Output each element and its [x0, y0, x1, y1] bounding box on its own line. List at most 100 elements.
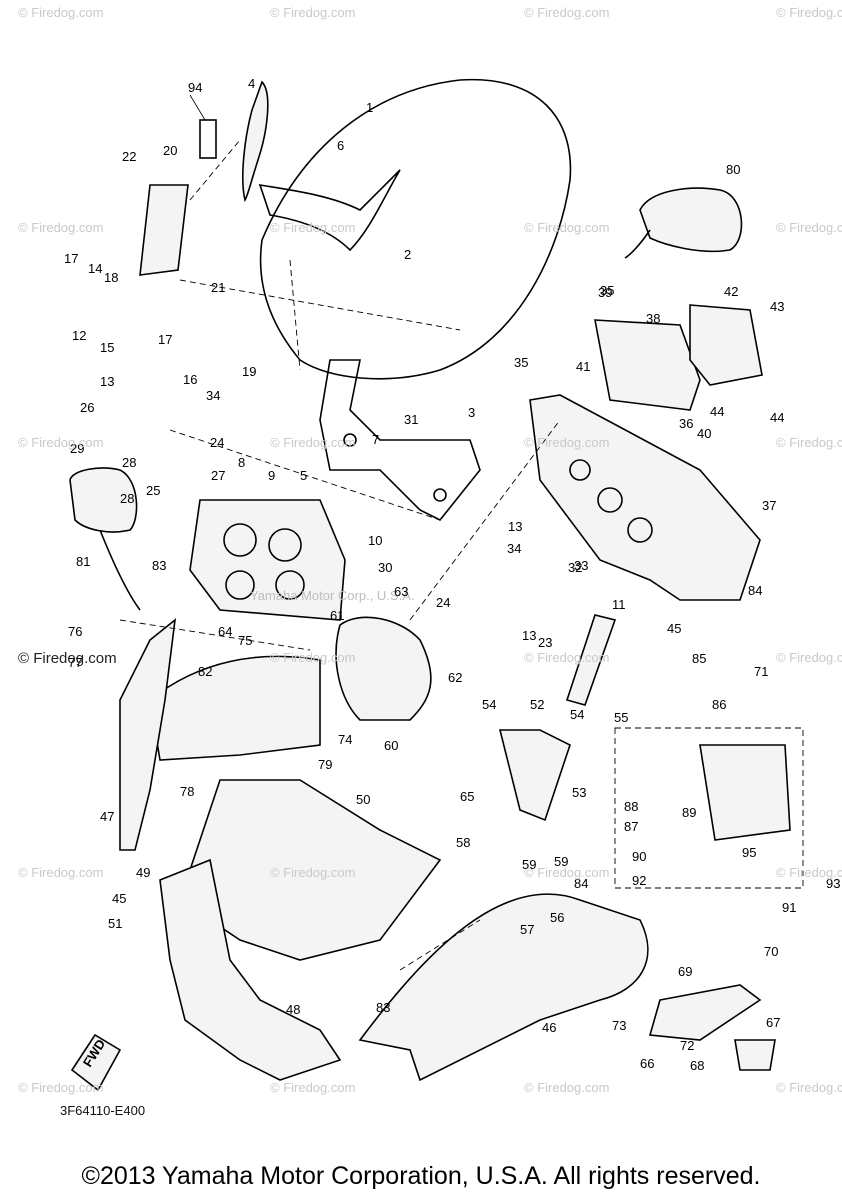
callout-number: 31 — [404, 412, 418, 427]
windshield — [259, 78, 572, 380]
callout-number: 28 — [120, 491, 134, 506]
callout-number: 28 — [122, 455, 136, 470]
callout-number: 70 — [764, 944, 778, 959]
watermark: © Firedog.com — [18, 5, 104, 20]
callout-number: 6 — [337, 138, 344, 153]
callout-number: 69 — [678, 964, 692, 979]
callout-number: 24 — [436, 595, 450, 610]
callout-number: 93 — [826, 876, 840, 891]
callout-number: 17 — [158, 332, 172, 347]
callout-number: 96 — [0, 0, 14, 3]
callout-number: 87 — [624, 819, 638, 834]
callout-number: 67 — [766, 1015, 780, 1030]
callout-number: 17 — [64, 251, 78, 266]
windshield-strip — [241, 80, 269, 203]
callout-number: 63 — [394, 584, 408, 599]
callout-number: 23 — [538, 635, 552, 650]
callout-number: 42 — [724, 284, 738, 299]
callout-number: 29 — [70, 441, 84, 456]
callout-number: 59 — [554, 854, 568, 869]
ecu — [699, 744, 791, 841]
callout-number: 76 — [68, 624, 82, 639]
callout-number: 53 — [572, 785, 586, 800]
callout-number: 14 — [88, 261, 102, 276]
callout-number: 37 — [762, 498, 776, 513]
callout-number: 51 — [108, 916, 122, 931]
mirror-left — [69, 467, 138, 533]
callout-number: 84 — [574, 876, 588, 891]
callout-number: 44 — [770, 410, 784, 425]
callout-number: 80 — [726, 162, 740, 177]
watermark: © Firedog.com — [18, 220, 104, 235]
watermark: © Firedog.com — [776, 1080, 842, 1095]
diagram-code: 3F64110-E400 — [60, 1103, 146, 1118]
callout-number: 55 — [614, 710, 628, 725]
callout-number: 48 — [286, 1002, 300, 1017]
headlight-assembly — [189, 499, 346, 621]
inner-cowl — [335, 616, 432, 721]
fwd-arrow — [70, 1033, 122, 1092]
callout-number: 19 — [242, 364, 256, 379]
side-panel — [498, 729, 571, 822]
callout-number: 82 — [198, 664, 212, 679]
watermark: © Firedog.com — [18, 435, 104, 450]
callout-number: 7 — [372, 432, 379, 447]
callout-number: 35 — [600, 283, 614, 298]
callout-number: 83 — [376, 1000, 390, 1015]
callout-number: 49 — [136, 865, 150, 880]
meter-bracket — [319, 359, 481, 522]
under-cowl — [358, 893, 649, 1082]
watermark: © Firedog.com — [270, 220, 356, 235]
copyright-notice: ©2013 Yamaha Motor Corporation, U.S.A. A… — [81, 1162, 761, 1190]
callout-number: 27 — [211, 468, 225, 483]
callout-number: 43 — [770, 299, 784, 314]
fairing-side — [149, 655, 321, 761]
callout-number: 24 — [210, 435, 224, 450]
callout-number: 75 — [238, 633, 252, 648]
callout-number: 64 — [218, 624, 232, 639]
callout-number: 73 — [612, 1018, 626, 1033]
callout-number: 38 — [646, 311, 660, 326]
watermark: © Firedog.com — [776, 5, 842, 20]
callout-number: 77 — [68, 655, 82, 670]
callout-number: 78 — [180, 784, 194, 799]
callout-number: 68 — [690, 1058, 704, 1073]
callout-number: 95 — [742, 845, 756, 860]
visor-bracket — [258, 169, 401, 252]
ecu-box — [614, 727, 804, 889]
callout-number: 86 — [712, 697, 726, 712]
callout-number: 13 — [522, 628, 536, 643]
callout-number: 45 — [112, 891, 126, 906]
watermark: © Firedog.com — [270, 865, 356, 880]
callout-number: 25 — [146, 483, 160, 498]
callout-number: 79 — [318, 757, 332, 772]
callout-number: 15 — [100, 340, 114, 355]
callout-number: 72 — [680, 1038, 694, 1053]
callout-number: 39 — [598, 285, 612, 300]
callout-number: 58 — [456, 835, 470, 850]
callout-number: 1 — [366, 100, 373, 115]
callout-number: 56 — [550, 910, 564, 925]
upper-cover — [594, 319, 701, 411]
callout-number: 66 — [640, 1056, 654, 1071]
callout-number: 46 — [542, 1020, 556, 1035]
watermark: © Firedog.com — [270, 650, 356, 665]
watermark: © Firedog.com — [776, 650, 842, 665]
callout-number: 62 — [448, 670, 462, 685]
bracket-68 — [734, 1039, 776, 1071]
callout-number: 10 — [368, 533, 382, 548]
callout-number: 59 — [522, 857, 536, 872]
callout-number: 22 — [122, 149, 136, 164]
callout-number: 41 — [576, 359, 590, 374]
callout-number: 21 — [211, 280, 225, 295]
callout-number: 54 — [482, 697, 496, 712]
callout-number: 3 — [468, 405, 475, 420]
callout-number: 61 — [330, 608, 344, 623]
callout-number: 91 — [782, 900, 796, 915]
sticker — [199, 119, 217, 159]
callout-number: 13 — [508, 519, 522, 534]
callout-number: 13 — [100, 374, 114, 389]
callout-number: 16 — [183, 372, 197, 387]
watermark: © Firedog.com — [776, 220, 842, 235]
mirror-right — [639, 187, 743, 253]
